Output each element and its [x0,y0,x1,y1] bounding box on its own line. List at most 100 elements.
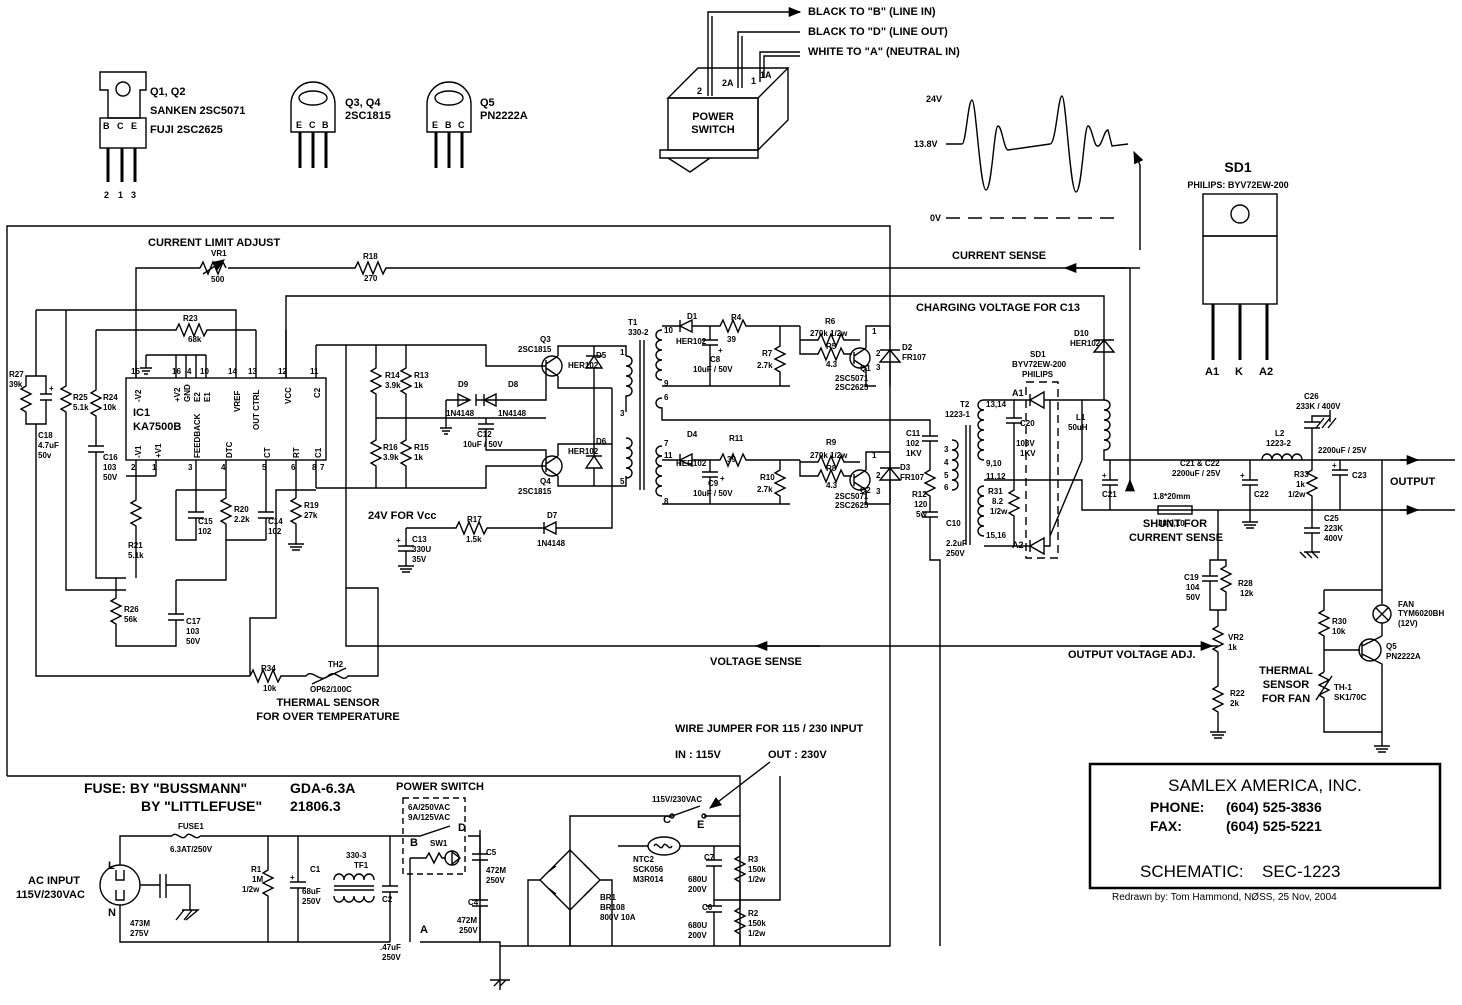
ic1-pin-10: 10 [200,367,209,376]
ntc2-label: NTC2 [633,855,654,864]
output-voltage-adj-label: OUTPUT VOLTAGE ADJ. [1068,649,1196,661]
c26-value: 233K / 400V [1296,402,1341,411]
th1-label: TH-1 [1334,683,1352,692]
svg-text:11: 11 [664,451,673,460]
svg-text:+: + [290,873,295,882]
c11-voltage: 1KV [906,449,922,458]
sd1-part: PHILIPS: BYV72EW-200 [1187,180,1288,190]
r26-label: R26 [124,605,139,614]
q1-value2: 2SC2625 [835,383,869,392]
pswitch-terminal-2: 2 [697,86,702,96]
ic1-lbl-v1neg: -V1 [134,445,143,458]
r9-label: R9 [826,438,837,447]
vr2-label: VR2 [1228,633,1244,642]
d10-label: D10 [1074,329,1089,338]
r24-value: 10k [103,403,117,412]
sd1-package: SD1 PHILIPS: BYV72EW-200 A1 K A2 [1187,159,1288,378]
ic1-lbl-e1: E1 [203,392,212,402]
r22-label: R22 [1230,689,1245,698]
charging-voltage-label: CHARGING VOLTAGE FOR C13 [916,302,1080,314]
ic1-surround: R23 68k R27 39k + C18 4.7uF 50v R25 5.1k… [9,309,400,723]
r11-label: R11 [729,434,744,443]
q34-pin-e: E [296,120,302,130]
r30-value: 10k [1332,627,1346,636]
r13-label: R13 [414,371,429,380]
c11-label: C11 [906,429,921,438]
current-sense-label: CURRENT SENSE [952,250,1046,262]
r28-label: R28 [1238,579,1253,588]
ic1-part: KA7500B [133,421,181,433]
vcc-24v-label: 24V FOR Vcc [368,510,436,522]
r6-label: R6 [825,317,836,326]
c8-label: C8 [710,355,721,364]
ic1-lbl-rt: RT [292,447,301,458]
sd1-pin-a1: A1 [1205,366,1219,378]
vr1-value: 500 [211,275,225,284]
c22-label: C22 [1254,490,1269,499]
ic1-lbl-dtc: DTC [225,441,234,458]
r25-value: 5.1k [73,403,89,412]
schematic-id: SEC-1223 [1262,862,1340,881]
r16-label: R16 [383,443,398,452]
c10-voltage: 250V [946,549,965,558]
q5-label: Q5 [1386,642,1397,651]
q2-value1: 2SC5071 [835,492,869,501]
d1-label: D1 [687,312,698,321]
r8-label: R8 [826,464,837,473]
r12-power: 5w [916,510,927,519]
d2-value: FR107 [902,353,927,362]
fan-voltage: (12V) [1398,619,1418,628]
fan-model: TYM6020BH [1398,609,1444,618]
c26-label: C26 [1304,392,1319,401]
plug-pin-n: N [108,907,116,919]
c11-value: 102 [906,439,920,448]
r14-label: R14 [385,371,400,380]
q5-part: PN2222A [480,110,528,122]
ac-input-voltage: 115V/230VAC [16,889,85,901]
c20-label: C20 [1020,419,1035,428]
q12-pinnum-2: 2 [104,190,109,200]
r17-label: R17 [467,515,482,524]
t1-pin-1: 1 [620,348,625,357]
svg-text:15,16: 15,16 [986,531,1007,540]
q1-value1: 2SC5071 [835,374,869,383]
c18-label: C18 [38,431,53,440]
q5-designator: Q5 [480,97,495,109]
plug-pin-l: L [108,860,115,872]
svg-text:+: + [720,474,725,483]
c13-value: 330U [412,545,431,554]
q5-pin-c: C [458,120,465,130]
r10-value: 2.7k [757,485,773,494]
svg-text:A1: A1 [1012,388,1024,398]
q5-pin-b: B [445,120,452,130]
voltage-sense-label: VOLTAGE SENSE [710,656,802,668]
c17-value: 103 [186,627,200,636]
c7-voltage: 200V [688,885,707,894]
shunt-value: 1.8*20mm [1153,492,1190,501]
jumper-e: E [697,819,704,831]
c25-value: 223K [1324,524,1343,533]
svg-text:7: 7 [664,439,669,448]
redrawn-credit: Redrawn by: Tom Hammond, NØSS, 25 Nov, 2… [1112,892,1337,903]
thermal-fan-2: SENSOR [1263,679,1310,691]
svg-text:3: 3 [944,445,949,454]
t2-output-stage: T2 1223-1 3 4 5 6 13,14 9,10 11,12 15,16… [944,329,1455,753]
t2-value: 1223-1 [945,410,970,419]
c8-value: 10uF / 50V [693,365,733,374]
t1-power-stage: 10 9 6 7 11 8 D1 HER102 R4 39 + C8 10uF … [655,312,967,946]
vr1-label: VR1 [211,249,227,258]
svg-text:13,14: 13,14 [986,400,1007,409]
board-boundary [6,225,891,947]
r3-power: 1/2w [748,875,766,884]
wave-13v8: 13.8V [914,139,938,149]
ic1-lbl-c2: C2 [313,387,322,398]
tf1-designator: TF1 [354,861,369,870]
c15-label: C15 [198,517,213,526]
c12-value: 10uF / 50V [463,440,503,449]
d7-value: 1N4148 [537,539,566,548]
q1-q2-package: B C E 2 1 3 Q1, Q2 SANKEN 2SC5071 FUJI 2… [99,71,245,200]
br1-label: BR1 [600,893,617,902]
c23-label: C23 [1352,471,1367,480]
fax-number: (604) 525-5221 [1226,818,1322,834]
